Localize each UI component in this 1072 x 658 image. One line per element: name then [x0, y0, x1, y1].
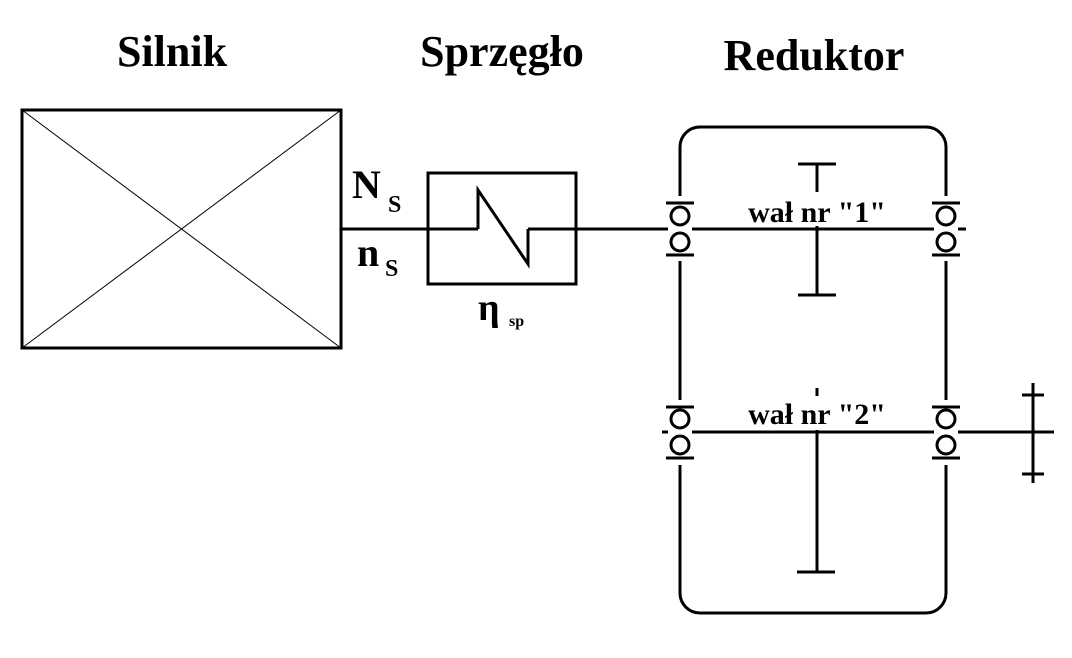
speed-symbol: n	[357, 230, 379, 275]
motor-box	[20, 108, 343, 350]
speed-subscript: S	[385, 256, 398, 282]
gear-shaft-1	[798, 162, 836, 297]
coupling-box	[426, 171, 578, 286]
efficiency-subscript: sp	[509, 313, 524, 330]
efficiency-symbol: η	[478, 287, 500, 329]
gearbox-housing	[678, 125, 948, 615]
coupling-title: Sprzęgło	[420, 27, 584, 76]
motor-title: Silnik	[117, 27, 228, 76]
gearbox-title: Reduktor	[724, 31, 905, 80]
output-gear	[1022, 383, 1044, 483]
shaft-2-label: wał nr "2"	[748, 398, 886, 431]
shaft-2-label-bg	[724, 396, 910, 430]
bearing-shaft1-right	[932, 196, 960, 261]
bearing-shaft1-left	[666, 196, 694, 261]
shaft-1-label: wał nr "1"	[748, 196, 886, 229]
bearing-shaft2-right	[932, 400, 960, 465]
power-subscript: S	[388, 192, 401, 218]
power-symbol: N	[352, 162, 381, 207]
bearing-shaft2-left	[666, 400, 694, 465]
shaft-1-label-bg	[724, 192, 910, 226]
